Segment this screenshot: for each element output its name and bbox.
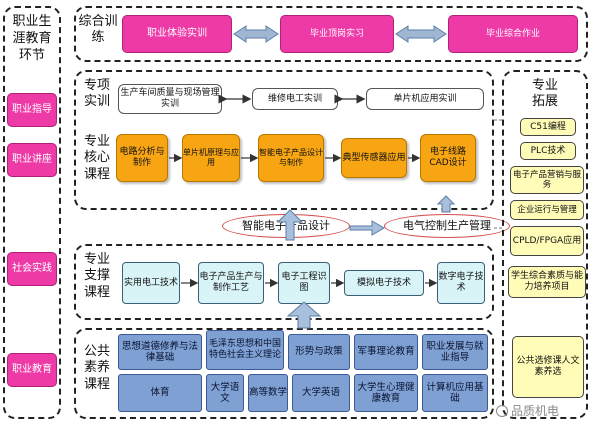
ethics-law-box: 思想道德修养与法律基础 xyxy=(118,334,202,370)
circuit-analysis-box: 电路分析与制作 xyxy=(116,134,168,182)
digital-electronics-box: 数字电子技术 xyxy=(437,262,485,304)
english-box: 大学英语 xyxy=(292,374,350,412)
public-literacy-title: 公共素养课程 xyxy=(83,344,110,392)
core-training-panel xyxy=(74,70,494,210)
right-arrow xyxy=(349,220,385,236)
extension-connectors xyxy=(494,119,502,229)
smart-product-design-box: 智能电子产品设计与制作 xyxy=(258,134,324,182)
social-practice-box: 社会实践 xyxy=(7,252,57,286)
public-elective-box: 公共选修课人文素养选 xyxy=(512,336,584,398)
comprehensive-training-title-text: 综合训练 xyxy=(78,14,118,46)
vocational-education-box: 职业教育 xyxy=(7,353,57,387)
comprehensive-training-title: 综合训练 xyxy=(78,14,118,47)
analog-electronics-box: 模拟电子技术 xyxy=(344,270,424,296)
career-experience-training-box: 职业体验实训 xyxy=(122,15,232,53)
public-literacy-panel xyxy=(74,328,494,419)
enterprise-management-box: 企业运行与管理 xyxy=(510,200,584,220)
military-theory-box: 军事理论教育 xyxy=(354,334,418,370)
quality-management-training-box: 生产车间质量与现场管理实训 xyxy=(118,84,222,114)
special-training-title: 专项实训 xyxy=(83,78,110,110)
circuit-cad-box: 电子线路CAD设计 xyxy=(420,134,476,182)
electrical-control-oval: 电气控制生产管理 xyxy=(384,214,510,238)
career-education-title: 职业生涯教育环节 xyxy=(12,14,52,63)
mao-theory-box: 毛泽东思想和中国特色社会主义理论 xyxy=(206,330,284,370)
cpld-fpga-box: CPLD/FPGA应用 xyxy=(510,226,584,256)
professional-extension-title: 专业拓展 xyxy=(531,78,558,110)
sensor-application-box: 典型传感器应用 xyxy=(341,138,407,178)
support-course-panel xyxy=(74,244,494,320)
mcu-training-box: 单片机应用实训 xyxy=(366,88,484,110)
marketing-box: 电子产品营销与服务 xyxy=(510,166,584,194)
pe-box: 体育 xyxy=(118,374,202,412)
professional-extension-panel xyxy=(502,70,588,419)
support-course-title: 专业支撑课程 xyxy=(83,252,110,300)
comprehensive-training-panel xyxy=(74,6,588,62)
plc-box: PLC技术 xyxy=(520,142,576,160)
chinese-box: 大学语文 xyxy=(206,374,244,412)
mcu-principle-box: 单片机原理与应用 xyxy=(182,134,240,182)
engineering-drawing-box: 电子工程识图 xyxy=(278,262,330,304)
watermark-text: 品质机电 xyxy=(511,404,560,418)
watermark: 品质机电 xyxy=(496,402,559,419)
graduation-internship-box: 毕业顶岗实习 xyxy=(280,15,394,53)
electrician-training-box: 维修电工实训 xyxy=(252,88,338,110)
career-lecture-box: 职业讲座 xyxy=(7,143,57,177)
production-process-box: 电子产品生产与制作工艺 xyxy=(198,262,264,304)
policy-box: 形势与政策 xyxy=(288,334,350,370)
graduation-project-box: 毕业综合作业 xyxy=(448,15,578,53)
smart-product-design-oval: 智能电子产品设计 xyxy=(222,214,350,238)
career-education-panel xyxy=(3,6,61,419)
student-quality-box: 学生综合素质与能力培养项目 xyxy=(508,266,586,298)
core-course-title: 专业核心课程 xyxy=(83,134,110,182)
c51-box: C51编程 xyxy=(520,118,576,136)
math-box: 高等数学 xyxy=(248,374,288,412)
career-development-box: 职业发展与就业指导 xyxy=(422,334,488,370)
psychology-box: 大学生心理健康教育 xyxy=(354,374,418,412)
computer-basics-box: 计算机应用基础 xyxy=(422,374,488,412)
career-guidance-box: 职业指导 xyxy=(7,93,57,127)
practical-electrician-box: 实用电工技术 xyxy=(122,262,180,304)
watermark-icon xyxy=(496,405,508,417)
